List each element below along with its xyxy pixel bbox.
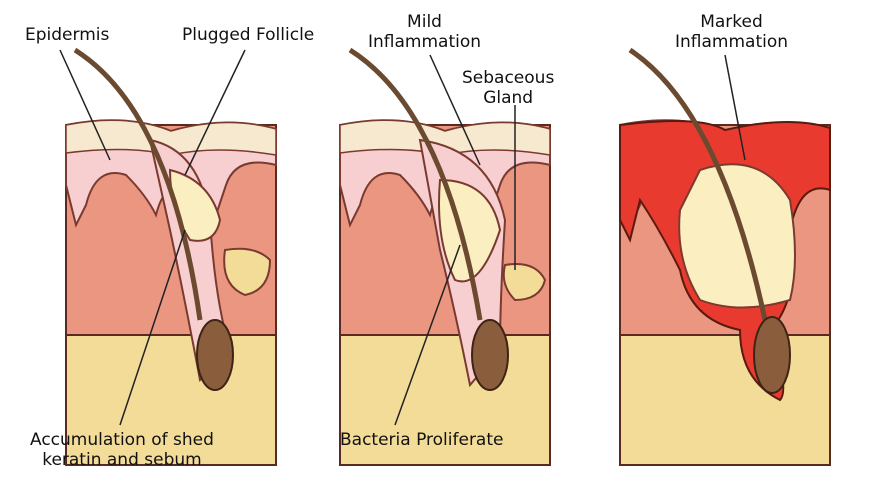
keratin-plug	[678, 163, 796, 309]
sebaceous-gland	[502, 263, 547, 302]
hair-shaft	[628, 47, 768, 321]
hair-shaft	[73, 47, 203, 321]
label-bacteria-proliferate: Bacteria Proliferate	[340, 430, 504, 450]
label-sebaceous-gland: Sebaceous Gland	[462, 68, 554, 108]
label-line: Marked	[700, 12, 763, 32]
hair-shaft	[348, 47, 483, 321]
stage-mild-inflammation	[339, 47, 551, 466]
label-line: Sebaceous	[462, 68, 555, 88]
label-marked-inflammation: Marked Inflammation	[675, 12, 788, 52]
label-accumulation: Accumulation of shed keratin and sebum	[30, 430, 214, 470]
label-epidermis: Epidermis	[25, 25, 110, 45]
label-mild-inflammation: Mild Inflammation	[368, 12, 481, 52]
label-line: Gland	[483, 88, 534, 108]
hair-bulb	[753, 316, 791, 394]
label-plugged-follicle: Plugged Follicle	[182, 25, 315, 45]
stage-plugged-follicle	[65, 47, 277, 466]
label-line: keratin and sebum	[42, 450, 202, 470]
label-line: Accumulation of shed	[30, 430, 214, 450]
hair-bulb	[471, 319, 509, 391]
label-line: Mild	[407, 12, 442, 32]
label-line: Inflammation	[368, 32, 482, 52]
sebaceous-gland	[223, 247, 272, 297]
leader-lines	[59, 49, 746, 426]
stage-marked-inflammation	[619, 47, 831, 466]
hair-bulb	[196, 319, 234, 391]
label-line: Inflammation	[675, 32, 789, 52]
